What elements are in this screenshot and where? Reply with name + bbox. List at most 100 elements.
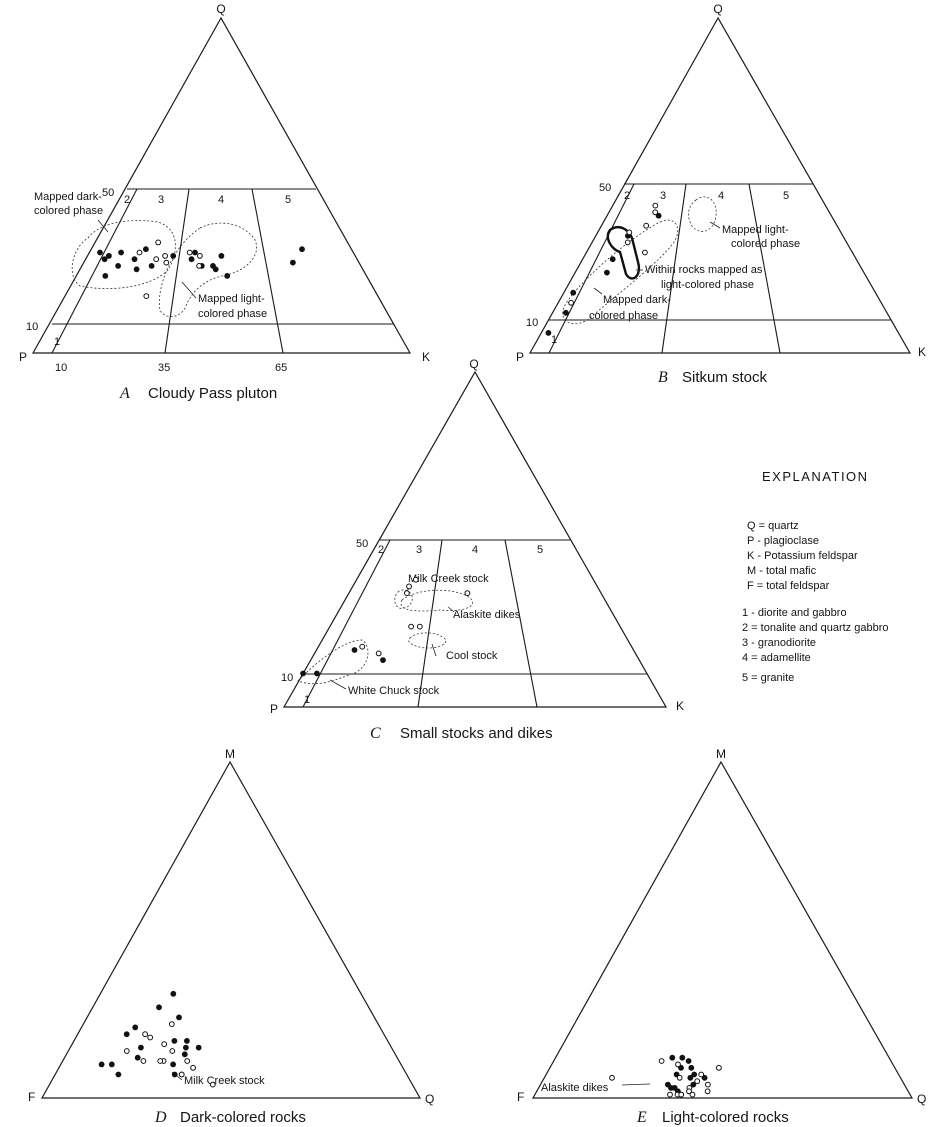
explanation: EXPLANATION Q = quartz P - plagioclase K… xyxy=(742,469,888,684)
data-point-filled xyxy=(132,1024,139,1031)
panel-d-caption: Dark-colored rocks xyxy=(180,1109,306,1126)
panel-a-bottom-35: 35 xyxy=(158,362,170,374)
data-point-open xyxy=(186,249,193,256)
panel-b-light-envelope xyxy=(688,196,717,232)
panel-c-k65-line xyxy=(504,539,538,708)
data-point-open xyxy=(163,259,170,266)
panel-d-points xyxy=(98,990,216,1088)
data-point-open xyxy=(643,222,650,229)
data-point-filled xyxy=(182,1044,189,1051)
data-point-filled xyxy=(685,1058,692,1064)
data-point-filled xyxy=(299,246,305,253)
data-point-open xyxy=(716,1064,722,1071)
panel-c-cool-label: Cool stock xyxy=(446,650,498,662)
panel-e-vertex-top: M xyxy=(716,747,726,761)
explanation-mineral-q: Q = quartz xyxy=(747,520,799,532)
panel-e-alaskite-label: Alaskite dikes xyxy=(541,1082,609,1094)
data-point-open xyxy=(375,650,382,657)
explanation-rock-1: 1 - diorite and gabbro xyxy=(742,607,847,619)
panel-c-tick-10: 10 xyxy=(281,672,293,684)
data-point-filled xyxy=(148,262,155,269)
data-point-open xyxy=(676,1074,683,1081)
data-point-open xyxy=(408,623,415,630)
data-point-filled xyxy=(170,252,177,259)
data-point-filled xyxy=(115,1071,122,1078)
panel-b-field-5: 5 xyxy=(783,190,789,202)
data-point-open xyxy=(568,299,574,306)
panel-d-triangle xyxy=(40,760,422,1099)
panel-a-tick-50: 50 xyxy=(102,187,114,199)
data-point-filled xyxy=(679,1054,686,1061)
explanation-mineral-f: F = total feldspar xyxy=(747,580,830,592)
data-point-filled xyxy=(97,249,103,256)
panel-e-points xyxy=(609,1054,722,1098)
data-point-open xyxy=(209,1081,216,1088)
data-point-filled xyxy=(687,1074,694,1081)
panel-d-milk-label: Milk Creek stock xyxy=(184,1075,265,1087)
panel-a-vertex-left: P xyxy=(19,350,27,364)
panel-b-caption: Sitkum stock xyxy=(682,369,768,386)
panel-a-tick-10: 10 xyxy=(26,321,38,333)
panel-d-vertex-left: F xyxy=(28,1090,35,1104)
data-point-filled xyxy=(691,1071,698,1078)
data-point-filled xyxy=(210,262,216,269)
panel-e-caption-letter: E xyxy=(636,1109,647,1126)
data-point-open xyxy=(404,590,410,596)
data-point-open xyxy=(197,253,203,259)
panel-a-bottom-10: 10 xyxy=(55,362,67,374)
data-point-open xyxy=(652,209,659,216)
panel-a-vertex-right: K xyxy=(422,350,430,364)
data-point-filled xyxy=(171,1071,178,1078)
panel-c-field-4: 4 xyxy=(472,544,478,556)
data-point-filled xyxy=(115,262,121,269)
data-point-open xyxy=(161,1041,168,1048)
panel-c-k35-line xyxy=(417,539,443,708)
data-point-open xyxy=(658,1058,665,1064)
data-point-filled xyxy=(563,309,569,316)
data-point-open xyxy=(698,1071,705,1078)
panel-e-vertex-right: Q xyxy=(917,1092,926,1106)
data-point-open xyxy=(686,1088,692,1095)
panel-c-field-1: 1 xyxy=(304,694,310,706)
data-point-filled xyxy=(380,657,386,663)
panel-e-triangle xyxy=(531,760,914,1099)
panel-b-caption-letter: B xyxy=(658,369,668,386)
panel-e: M F Q Alaskite dikes E Light-colored roc… xyxy=(517,747,926,1126)
panel-c-vertex-left: P xyxy=(270,702,278,716)
data-point-filled xyxy=(289,259,296,266)
panel-a-k35-line xyxy=(164,188,190,354)
panel-d-vertex-right: Q xyxy=(425,1092,434,1106)
explanation-rock-3: 3 - granodiorite xyxy=(742,637,816,649)
data-point-open xyxy=(694,1078,701,1085)
data-point-filled xyxy=(108,1061,115,1068)
explanation-mineral-m: M - total mafic xyxy=(747,565,817,577)
panel-e-alaskite-leader xyxy=(621,1083,651,1086)
panel-a-k65-line xyxy=(251,188,284,354)
data-point-open xyxy=(162,253,169,259)
data-point-filled xyxy=(170,1061,176,1068)
panel-c-k10-line xyxy=(302,539,391,708)
panel-b-within-label-1: Within rocks mapped as xyxy=(645,264,763,276)
panel-b-field-1: 1 xyxy=(551,334,557,346)
explanation-mineral-p: P - plagioclase xyxy=(747,535,819,547)
data-point-open xyxy=(136,249,143,256)
data-point-open xyxy=(704,1088,711,1095)
panel-b-field-2: 2 xyxy=(624,190,630,202)
panel-b-dark-envelope xyxy=(562,219,679,325)
panel-b-tick-50: 50 xyxy=(599,182,611,194)
panel-c-caption: Small stocks and dikes xyxy=(400,725,553,742)
panel-a-points xyxy=(97,239,305,300)
data-point-filled xyxy=(118,249,124,256)
data-point-filled xyxy=(123,1031,130,1038)
panel-a-dark-envelope xyxy=(71,220,176,289)
data-point-filled xyxy=(188,256,195,263)
panel-b-dark-leader xyxy=(593,287,603,295)
panel-c-vertex-top: Q xyxy=(469,357,478,371)
panel-b-within-label-2: light-colored phase xyxy=(661,279,754,291)
data-point-filled xyxy=(106,252,112,259)
data-point-open xyxy=(184,1058,191,1064)
panel-c-alaskite-leader xyxy=(447,606,455,613)
panel-a-k10-line xyxy=(51,188,138,354)
data-point-filled xyxy=(134,1054,141,1061)
data-point-open xyxy=(609,1074,615,1081)
